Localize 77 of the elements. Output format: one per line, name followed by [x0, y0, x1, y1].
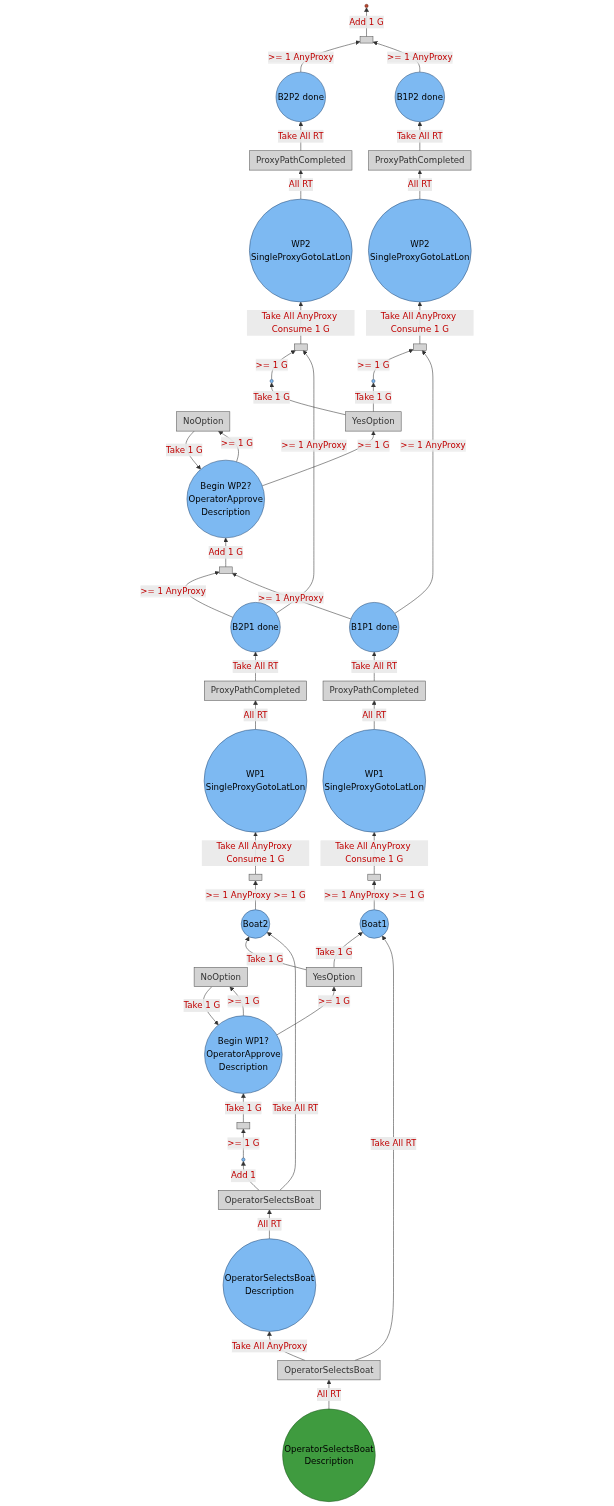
edge-label: Take 1 G [253, 391, 291, 403]
edge-label: Add 1 G [349, 16, 384, 27]
edge-label: Take All RT [351, 661, 398, 672]
node-box: ProxyPathCompleted [322, 680, 426, 701]
edge-label: >= 1 AnyProxy [387, 52, 453, 63]
edge-label: Take All RT [396, 130, 443, 142]
node-circle: OperatorSelectsBoat Description [282, 1408, 376, 1502]
edge-label: Take 1 G [315, 947, 353, 958]
node-box: OperatorSelectsBoat [277, 1360, 381, 1381]
edge-label: >= 1 G [357, 359, 390, 370]
node-box [294, 343, 308, 351]
edge-label: >= 1 AnyProxy [400, 440, 466, 451]
node-circle: B2P1 done [230, 602, 281, 653]
node-box: ProxyPathCompleted [204, 680, 307, 701]
node-circle: B1P2 done [394, 71, 445, 122]
node-box [367, 873, 381, 881]
edge-label: >= 1 G [357, 440, 390, 451]
node-circle: B2P2 done [275, 71, 326, 122]
edge-label: Take 1 G [225, 1102, 262, 1113]
node-circle: WP2 SingleProxyGotoLatLon [249, 198, 353, 303]
node-box [219, 566, 233, 574]
node-circle [241, 1157, 246, 1162]
node-circle: Begin WP2? OperatorApprove Description [186, 459, 265, 539]
node-box: ProxyPathCompleted [249, 150, 353, 171]
node-box: ProxyPathCompleted [368, 150, 472, 171]
node-box: YesOption [345, 411, 402, 432]
edge-label: All RT [243, 709, 268, 720]
node-circle [364, 4, 369, 8]
node-box: YesOption [305, 967, 363, 987]
node-circle: Boat2 [241, 909, 271, 939]
edge-label: Take 1 G [355, 391, 392, 403]
node-circle: Boat1 [359, 909, 389, 939]
edge-label: Take All RT [277, 130, 324, 142]
edge-label: >= 1 AnyProxy [140, 585, 206, 597]
node-circle: WP1 SingleProxyGotoLatLon [203, 729, 308, 833]
node-circle: OperatorSelectsBoat Description [222, 1238, 317, 1332]
edge-label: Take 1 G [183, 1000, 221, 1011]
edge-label: Take All AnyProxy Consume 1 G [261, 311, 338, 335]
node-circle [269, 379, 274, 383]
edge-label: Take All RT [272, 1102, 319, 1113]
edge-label: Take All AnyProxy Consume 1 G [216, 841, 292, 865]
edge-label: >= 1 G [317, 995, 351, 1007]
edge-label: All RT [407, 179, 432, 190]
edge-label: >= 1 G [227, 1138, 260, 1149]
edge-label: >= 1 AnyProxy [258, 592, 324, 603]
node-box [413, 343, 427, 351]
edge-label: >= 1 G [220, 437, 253, 448]
node-box [359, 36, 374, 44]
node-box: NoOption [193, 967, 248, 987]
edge-label: >= 1 AnyProxy [281, 440, 347, 451]
edge-label: Take 1 G [246, 953, 284, 964]
edge-label: Take All AnyProxy Consume 1 G [335, 841, 411, 865]
edge-label: Take All AnyProxy [231, 1340, 308, 1351]
edge-label: All RT [288, 179, 313, 190]
node-box: NoOption [176, 411, 231, 432]
node-circle: WP1 SingleProxyGotoLatLon [322, 729, 426, 833]
node-box [248, 873, 263, 881]
edge-label: Take 1 G [165, 444, 203, 455]
edge-label: Take All AnyProxy Consume 1 G [380, 311, 457, 335]
edge-label: >= 1 AnyProxy [268, 52, 334, 63]
edge-label: Take All RT [232, 661, 279, 672]
node-box: OperatorSelectsBoat [218, 1190, 321, 1210]
node-circle: Begin WP1? OperatorApprove Description [204, 1015, 283, 1094]
edge-label: Take All RT [370, 1138, 417, 1149]
node-circle: WP2 SingleProxyGotoLatLon [368, 198, 472, 303]
edge-label: Add 1 G [208, 546, 243, 558]
edge-label: Add 1 [230, 1170, 256, 1181]
node-circle: B1P1 done [349, 602, 400, 653]
edge-label: >= 1 AnyProxy >= 1 G [324, 889, 425, 901]
edge-label: >= 1 AnyProxy >= 1 G [205, 889, 306, 901]
edge-label: All RT [362, 709, 387, 720]
node-circle [371, 379, 376, 383]
node-box [236, 1122, 251, 1130]
edge-label: >= 1 G [255, 359, 288, 370]
edge-label: All RT [257, 1218, 282, 1230]
edge-label: >= 1 G [227, 995, 260, 1007]
edge-label: All RT [316, 1389, 341, 1400]
